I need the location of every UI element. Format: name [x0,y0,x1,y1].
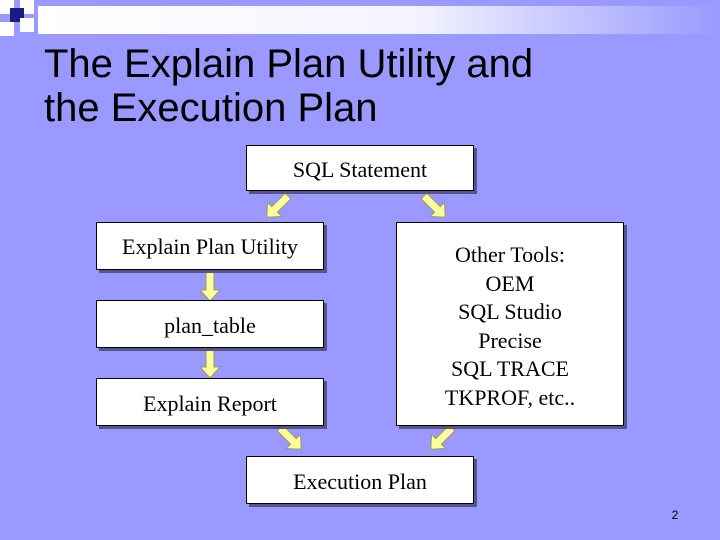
other-tools-heading: Other Tools: [455,242,565,267]
slide-title-line-1: The Explain Plan Utility and [44,42,534,86]
other-tools-item: Precise [478,327,542,353]
explain-report-box: Explain Report [96,378,324,426]
other-tools-item: OEM [485,270,535,296]
arrow-other-tools-to-execution-plan [430,424,456,450]
slide-title: The Explain Plan Utility and the Executi… [44,42,684,130]
arrow-report-to-execution-plan [276,424,302,450]
arrow-sql-to-other-tools [420,192,446,218]
page-number: 2 [671,508,679,522]
sql-statement-box: SQL Statement [246,145,474,191]
other-tools-box: Other Tools: OEM SQL Studio Precise SQL … [396,222,624,426]
explain-plan-utility-box: Explain Plan Utility [96,222,324,270]
arrow-plan-table-to-report [198,347,222,379]
other-tools-item: TKPROF, etc.. [444,384,576,410]
execution-plan-box: Execution Plan [246,456,474,504]
plan-table-box: plan_table [96,300,324,348]
arrow-sql-to-explain [266,192,292,218]
slide-title-line-2: the Execution Plan [44,86,378,130]
arrow-explain-to-plan-table [198,270,222,302]
other-tools-item: SQL Studio [458,299,562,324]
other-tools-item: SQL TRACE [451,356,569,381]
title-bar [38,6,720,34]
